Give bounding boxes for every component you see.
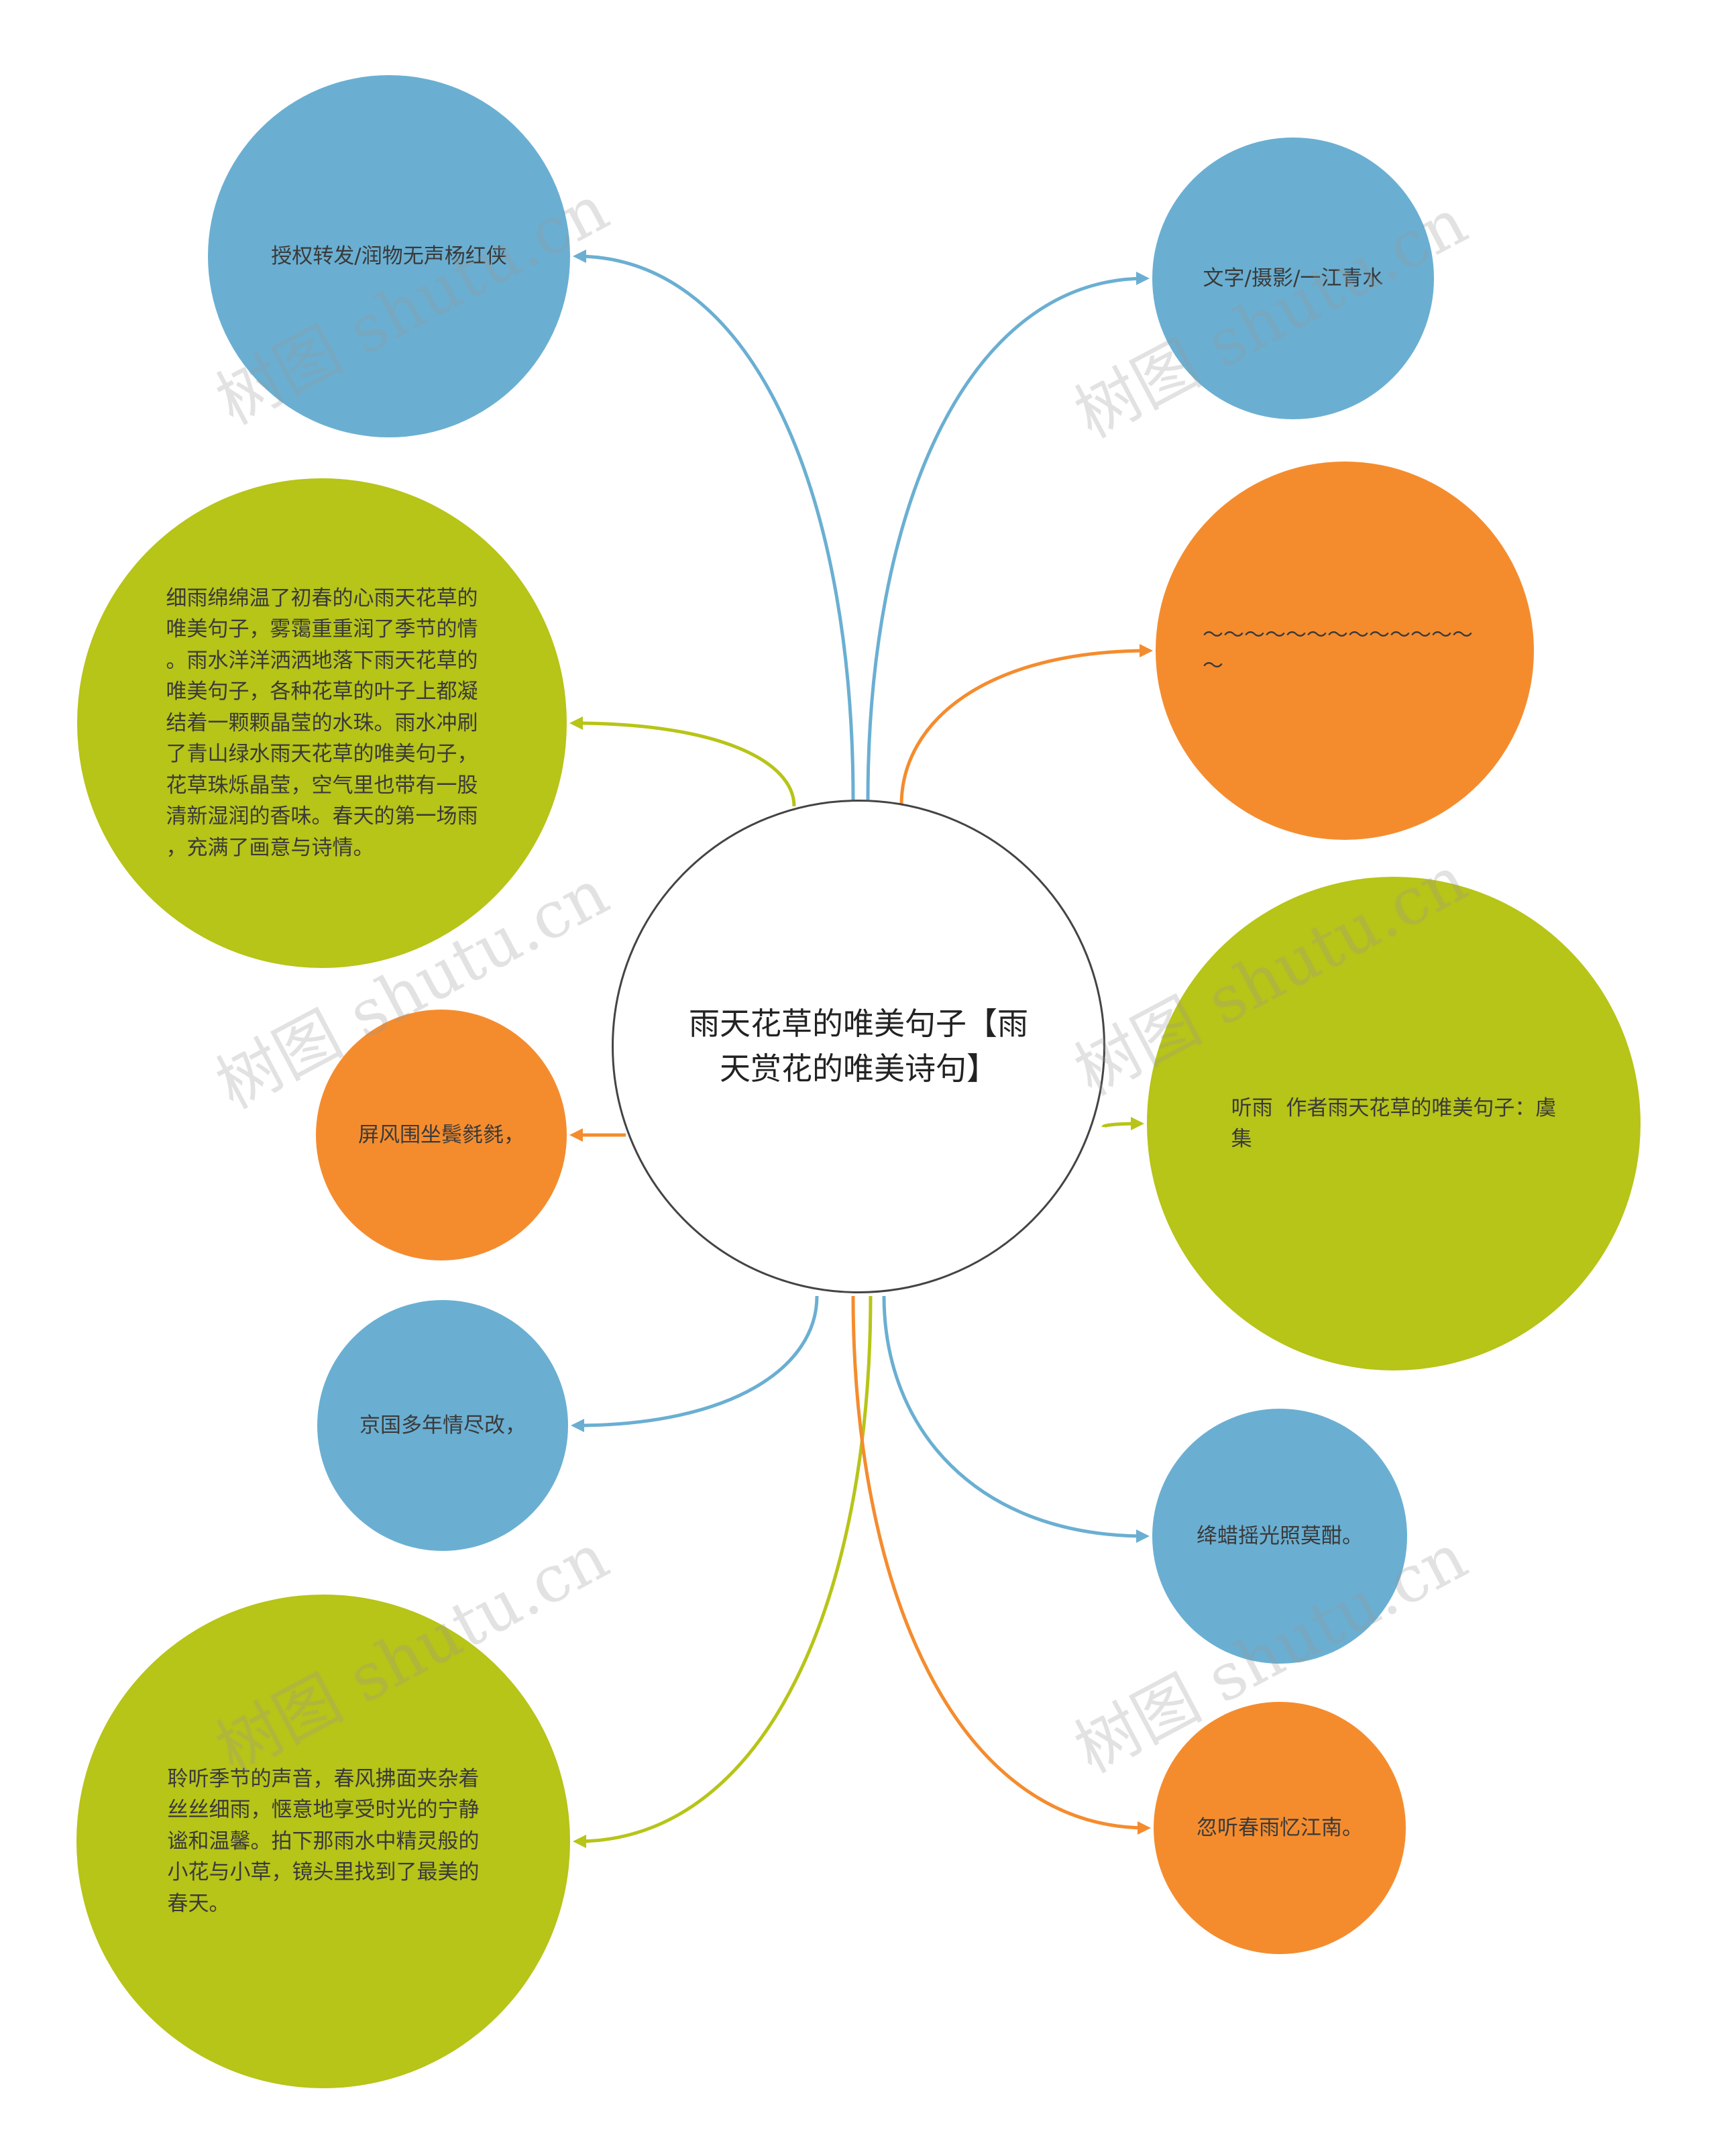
connector-line — [882, 1295, 1146, 1538]
topic-text-jiangla: 绛蜡摇光照莫酣。 — [1197, 1523, 1363, 1548]
topic-text-shouquan: 授权转发/润物无声杨红侠 — [271, 244, 507, 268]
connector-arrow-icon — [571, 1419, 584, 1432]
connector-arrow-icon — [1136, 1529, 1150, 1543]
topic-node-shouquan[interactable]: 授权转发/润物无声杨红侠 — [208, 75, 570, 437]
center-topic-node[interactable]: 雨天花草的唯美句子【雨 天赏花的唯美诗句】 — [612, 800, 1105, 1293]
topic-node-tingyu[interactable]: 听雨 作者雨天花草的唯美句子：虞 集 — [1147, 877, 1641, 1370]
topic-text-jingguo: 京国多年情尽改， — [359, 1413, 526, 1438]
topic-node-tilde[interactable]: ～～～～～～～～～～～～～～ — [1156, 462, 1534, 840]
topic-text-lingting: 聆听季节的声音，春风拂面夹杂着 丝丝细雨，惬意地享受时光的宁静 谧和温馨。拍下那… — [167, 1766, 480, 1916]
topic-text-tilde: ～～～～～～～～～～～～～～ — [1203, 623, 1473, 679]
topic-node-hutingchun[interactable]: 忽听春雨忆江南。 — [1154, 1702, 1406, 1954]
connector-arrow-icon — [1140, 644, 1153, 657]
topic-text-xiyu: 细雨绵绵温了初春的心雨天花草的 唯美句子，雾霭重重润了季节的情 。雨水洋洋洒洒地… — [166, 586, 478, 860]
topic-text-pingfeng: 屏风围坐鬓毵毵， — [358, 1122, 524, 1147]
topic-node-jingguo[interactable]: 京国多年情尽改， — [317, 1300, 568, 1551]
connector-line — [573, 721, 796, 807]
connector-arrow-icon — [1136, 272, 1150, 285]
connector-arrow-icon — [1131, 1117, 1144, 1130]
topic-node-jiangla[interactable]: 绛蜡摇光照莫酣。 — [1152, 1409, 1407, 1664]
connector-arrow-icon — [573, 1835, 586, 1848]
center-topic-text: 雨天花草的唯美句子【雨 天赏花的唯美诗句】 — [689, 1006, 1028, 1087]
connector-arrow-icon — [1138, 1821, 1151, 1835]
topic-node-wenzi[interactable]: 文字/摄影/一江青水 — [1152, 138, 1434, 419]
topic-node-pingfeng[interactable]: 屏风围坐鬓毵毵， — [316, 1010, 567, 1260]
connector-line — [851, 1295, 1148, 1830]
connector-line — [576, 254, 855, 800]
topic-text-tingyu: 听雨 作者雨天花草的唯美句子：虞 集 — [1231, 1095, 1557, 1152]
topic-text-wenzi: 文字/摄影/一江青水 — [1203, 266, 1384, 290]
connector-line — [899, 649, 1150, 806]
topic-node-xiyu[interactable]: 细雨绵绵温了初春的心雨天花草的 唯美句子，雾霭重重润了季节的情 。雨水洋洋洒洒地… — [77, 478, 567, 968]
connector-line — [866, 276, 1146, 800]
topic-node-lingting[interactable]: 聆听季节的声音，春风拂面夹杂着 丝丝细雨，惬意地享受时光的宁静 谧和温馨。拍下那… — [76, 1595, 570, 2088]
connector-arrow-icon — [573, 250, 586, 263]
connector-line — [574, 1295, 819, 1427]
topic-text-hutingchun: 忽听春雨忆江南。 — [1197, 1815, 1363, 1840]
connector-arrow-icon — [569, 1128, 583, 1142]
connector-arrow-icon — [569, 716, 583, 730]
connector-line — [576, 1295, 873, 1843]
